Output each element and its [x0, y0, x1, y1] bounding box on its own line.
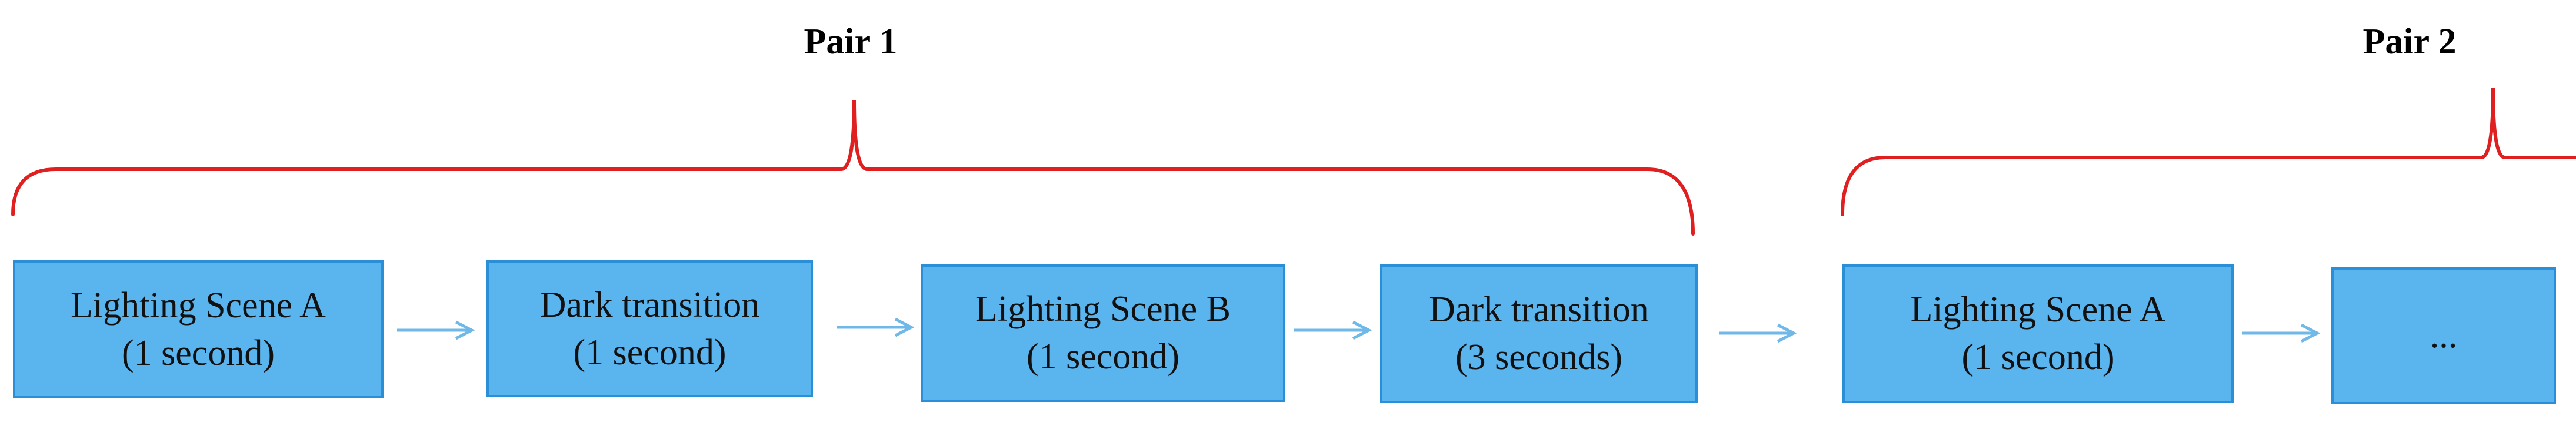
step-dark-transition-1: Dark transition (1 second): [486, 260, 813, 397]
pair-2-brace: [1841, 88, 2576, 216]
arrow-5: [2242, 323, 2321, 343]
step-lighting-scene-a: Lighting Scene A (1 second): [13, 260, 384, 398]
step-lighting-scene-b: Lighting Scene B (1 second): [921, 264, 1285, 402]
step-title: Lighting Scene A: [1910, 290, 2166, 330]
step-title: ...: [2430, 316, 2458, 356]
step-duration: (1 second): [122, 333, 275, 373]
step-title: Dark transition: [539, 284, 760, 325]
step-title: Lighting Scene A: [71, 285, 326, 326]
arrow-3: [1294, 320, 1372, 340]
step-lighting-scene-a-repeat: Lighting Scene A (1 second): [1842, 264, 2234, 403]
step-duration: (1 second): [1961, 337, 2115, 377]
pair-1-label: Pair 1: [804, 22, 898, 62]
step-title: Dark transition: [1429, 290, 1649, 330]
step-duration: (1 second): [573, 332, 727, 373]
arrow-4: [1719, 323, 1797, 343]
pair-2-label: Pair 2: [2362, 22, 2457, 62]
arrow-2: [837, 317, 915, 337]
arrow-1: [397, 320, 475, 340]
step-duration: (3 seconds): [1455, 337, 1623, 377]
pair-1-brace: [11, 99, 1695, 236]
step-dark-transition-2: Dark transition (3 seconds): [1380, 264, 1698, 403]
step-continuation: ...: [2331, 267, 2556, 404]
step-title: Lighting Scene B: [975, 289, 1231, 330]
step-duration: (1 second): [1027, 337, 1179, 377]
